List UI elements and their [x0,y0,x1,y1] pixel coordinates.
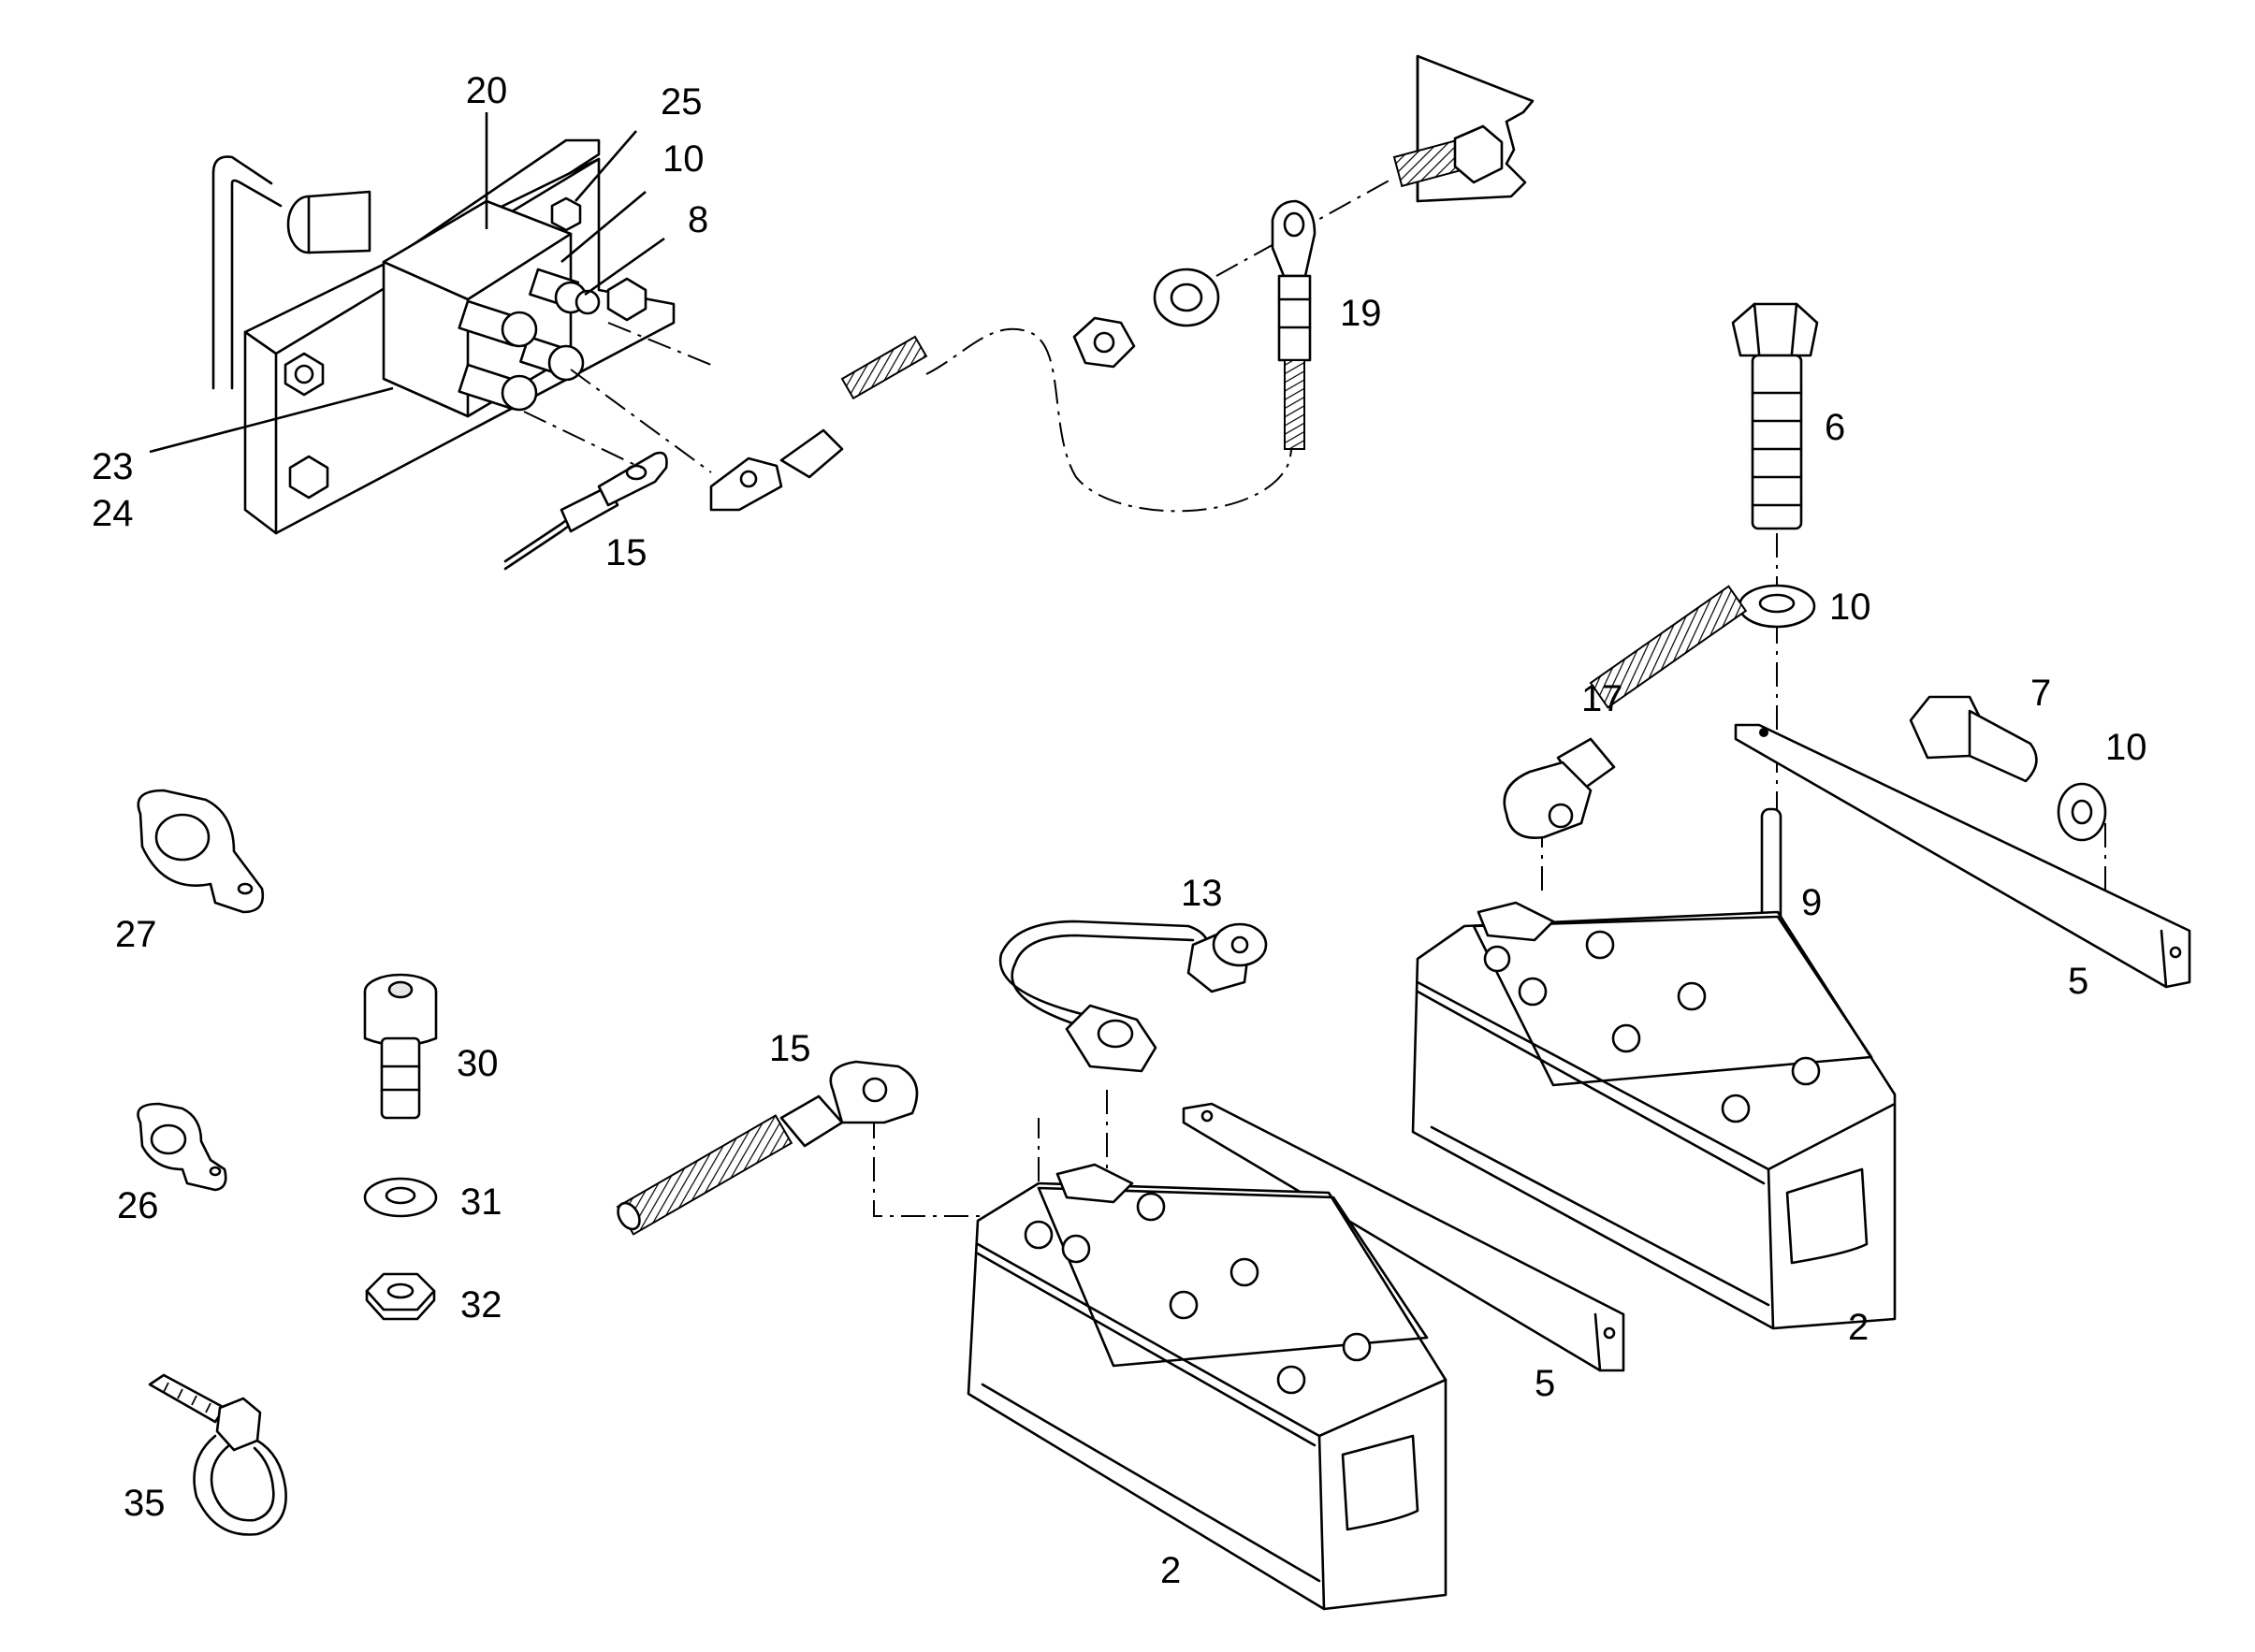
cap-screw-30 [363,973,438,1120]
label-20: 20 [466,70,508,111]
nut-32 [365,1272,436,1321]
label-27: 27 [115,914,157,955]
ground-washer [1153,268,1220,327]
label-26: 26 [117,1185,159,1226]
part-labels: 20 25 10 8 19 23 24 15 6 10 17 7 10 9 5 … [92,70,2147,1591]
label-10-bolt7: 10 [2105,727,2147,768]
washer-31 [363,1177,438,1218]
label-31: 31 [460,1181,502,1223]
cable-eye-15-top [503,451,668,571]
clip-26 [137,1102,227,1192]
ground-cable-19 [1271,199,1317,450]
bracket-nuts [284,196,647,500]
label-5-right: 5 [2068,961,2088,1002]
label-2-right: 2 [1848,1307,1869,1348]
cable-tie-35 [148,1373,287,1536]
label-23: 23 [92,446,134,487]
battery-left [967,1163,1448,1611]
label-6: 6 [1825,407,1845,448]
label-8: 8 [688,199,708,240]
label-5-left: 5 [1535,1363,1555,1404]
label-13: 13 [1181,873,1223,914]
battery-cable-17 [1503,585,1748,840]
label-9: 9 [1801,882,1822,923]
label-19: 19 [1340,293,1382,334]
washer-10-bolt6 [1738,584,1816,629]
wall-bolt [1392,54,1535,203]
label-15-top: 15 [605,532,647,573]
switch-terminal-studs [458,268,601,412]
strap-5-left [1182,1102,1625,1372]
ground-nut [1072,316,1136,369]
battery-right [1411,901,1897,1330]
switch-cable [709,327,1294,513]
short-bolt-7 [1909,695,2038,783]
label-25: 25 [661,81,703,123]
label-30: 30 [457,1043,499,1084]
battery-cable-15 [616,1060,919,1236]
label-24: 24 [92,493,134,534]
label-7: 7 [2030,673,2051,714]
label-15-bottom: 15 [769,1028,811,1069]
label-10-switch: 10 [662,138,705,180]
label-17: 17 [1581,678,1623,719]
strap-5-right [1734,723,2191,989]
jumper-cable-13 [998,920,1268,1073]
label-2-left: 2 [1160,1550,1181,1591]
switch-assembly [211,138,676,535]
leader-lines [149,112,665,454]
clip-27 [137,789,265,914]
label-32: 32 [460,1284,502,1326]
label-10-bolt6: 10 [1829,587,1871,628]
long-bolt-6 [1731,302,1819,530]
label-35: 35 [124,1483,166,1524]
washer-10-bolt7 [2057,782,2107,842]
